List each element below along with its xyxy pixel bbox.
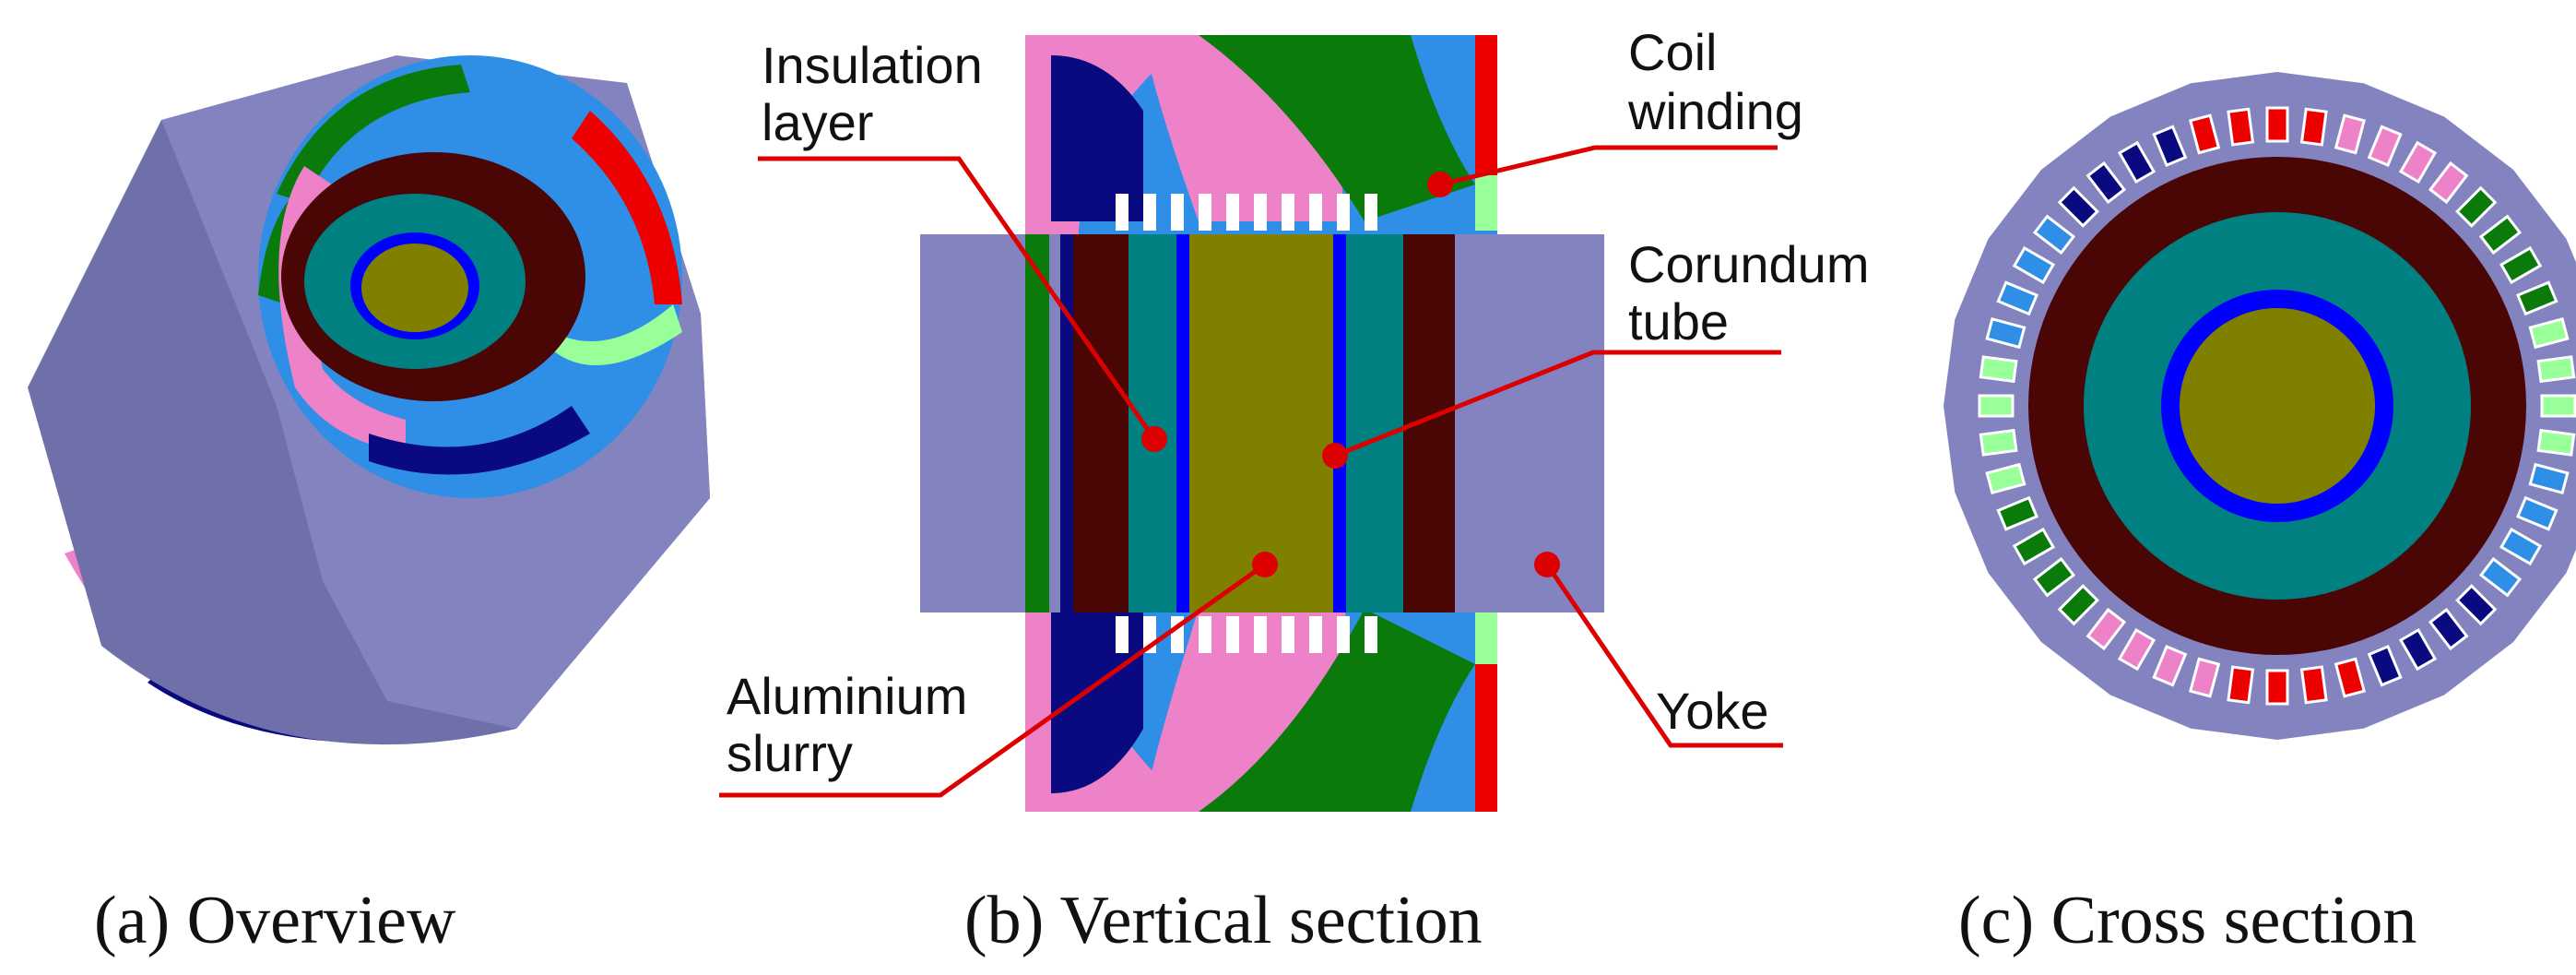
winding-slot [2086,161,2127,205]
leader-aluminium [719,562,1267,798]
label-coil-line1: Coil [1628,23,1717,81]
slurry-ellipse [361,244,468,332]
coil-red-bottom [1475,646,1497,812]
dot-corundum [1322,443,1348,469]
label-yoke: Yoke [1656,682,1769,740]
winding-slot [1996,495,2038,531]
coil-green-top [277,65,470,203]
winding-slot [2367,645,2403,687]
cross-section [1944,72,2576,740]
winding-slot [2528,462,2570,495]
caption-vertical-section: (b) Vertical section [964,883,1483,958]
vertical-section [920,35,1604,812]
slot-teeth [1116,194,1377,653]
coil-navy-bottom [1051,609,1143,793]
winding-slot [2086,607,2127,651]
corundum-left [1176,234,1189,612]
winding-slot [2540,394,2576,418]
dot-insulation [1141,426,1167,452]
leader-yoke [1544,563,1783,748]
coil-green-edge [1025,234,1049,612]
winding-slot [1996,280,2038,316]
coil-light-green [553,304,682,365]
caption-cross-section: (c) Cross section [1958,883,2416,958]
slurry-cross [2180,308,2375,504]
winding-slot [2057,185,2099,228]
winding-slot [2516,495,2558,531]
winding-slot [2516,280,2558,316]
label-corundum-line1: Corundum [1628,235,1869,293]
coil-navy-front [369,406,590,475]
winding-slot [2152,125,2188,167]
winding-slot [2152,645,2188,687]
winding-slot [2528,316,2570,350]
winding-slot [2299,107,2328,147]
winding-slot [2227,665,2255,705]
winding-slot [2536,428,2576,457]
winding-slot [1985,316,2027,350]
coil-green-bottom-section [1199,609,1475,812]
winding-slot [2188,657,2221,698]
insulation-left [1073,234,1128,612]
winding-slot [2012,527,2056,566]
winding-slot [2117,140,2157,184]
coil-green-top-section [1199,35,1475,221]
winding-slot [2455,584,2498,626]
winding-slot [2032,556,2076,598]
coil-light-green-top [1475,175,1497,231]
coil-light-green-bottom [1475,609,1497,664]
winding-slot [2265,106,2289,143]
winding-slot [2032,214,2076,256]
winding-slot [2057,584,2099,626]
winding-slot [2012,245,2056,285]
coil-navy-top [1051,55,1143,221]
winding-slot [2398,627,2438,672]
label-insulation-line1: Insulation [762,36,983,94]
winding-slot [1979,355,2018,384]
winding-slot [2536,355,2576,384]
winding-slot [2299,665,2328,705]
winding-slots [1978,106,2576,706]
leader-lines [719,145,1783,798]
winding-slot [2117,627,2157,672]
coil-navy-edge [1060,234,1073,612]
winding-slot [2478,214,2523,256]
winding-slot [1985,462,2027,495]
label-insulation-line2: layer [762,93,873,151]
winding-slot [2334,113,2367,155]
winding-slot [2398,140,2438,184]
winding-slot [2227,107,2255,147]
label-coil-line2: winding [1627,82,1803,140]
winding-slot [2188,113,2221,155]
slurry-core [1189,234,1333,612]
winding-slot [2499,245,2543,285]
label-aluminium-line2: slurry [727,724,853,782]
label-aluminium-line1: Aluminium [727,667,967,725]
winding-slot [2265,669,2289,706]
winding-slot [2367,125,2403,167]
winding-slot [1978,394,2015,418]
dot-yoke [1534,552,1560,577]
winding-slot [2334,657,2367,698]
winding-slot [2499,527,2543,566]
winding-slot [2428,161,2469,205]
overview-model [28,55,710,745]
dot-aluminium [1252,552,1278,577]
leader-coil [1439,145,1778,187]
corundum-right [1333,234,1346,612]
leader-dots [1141,172,1560,577]
winding-slot [2428,607,2469,651]
coil-red [572,111,682,304]
leader-corundum [1334,350,1781,458]
teal-left [1128,234,1176,612]
winding-slot [2455,185,2498,228]
label-corundum-line2: tube [1628,292,1729,351]
teal-right [1346,234,1403,612]
dot-coil [1427,172,1453,197]
winding-slot [2478,556,2523,598]
winding-slot [1979,428,2018,457]
leader-insulation [758,156,1157,441]
caption-overview: (a) Overview [94,883,456,958]
